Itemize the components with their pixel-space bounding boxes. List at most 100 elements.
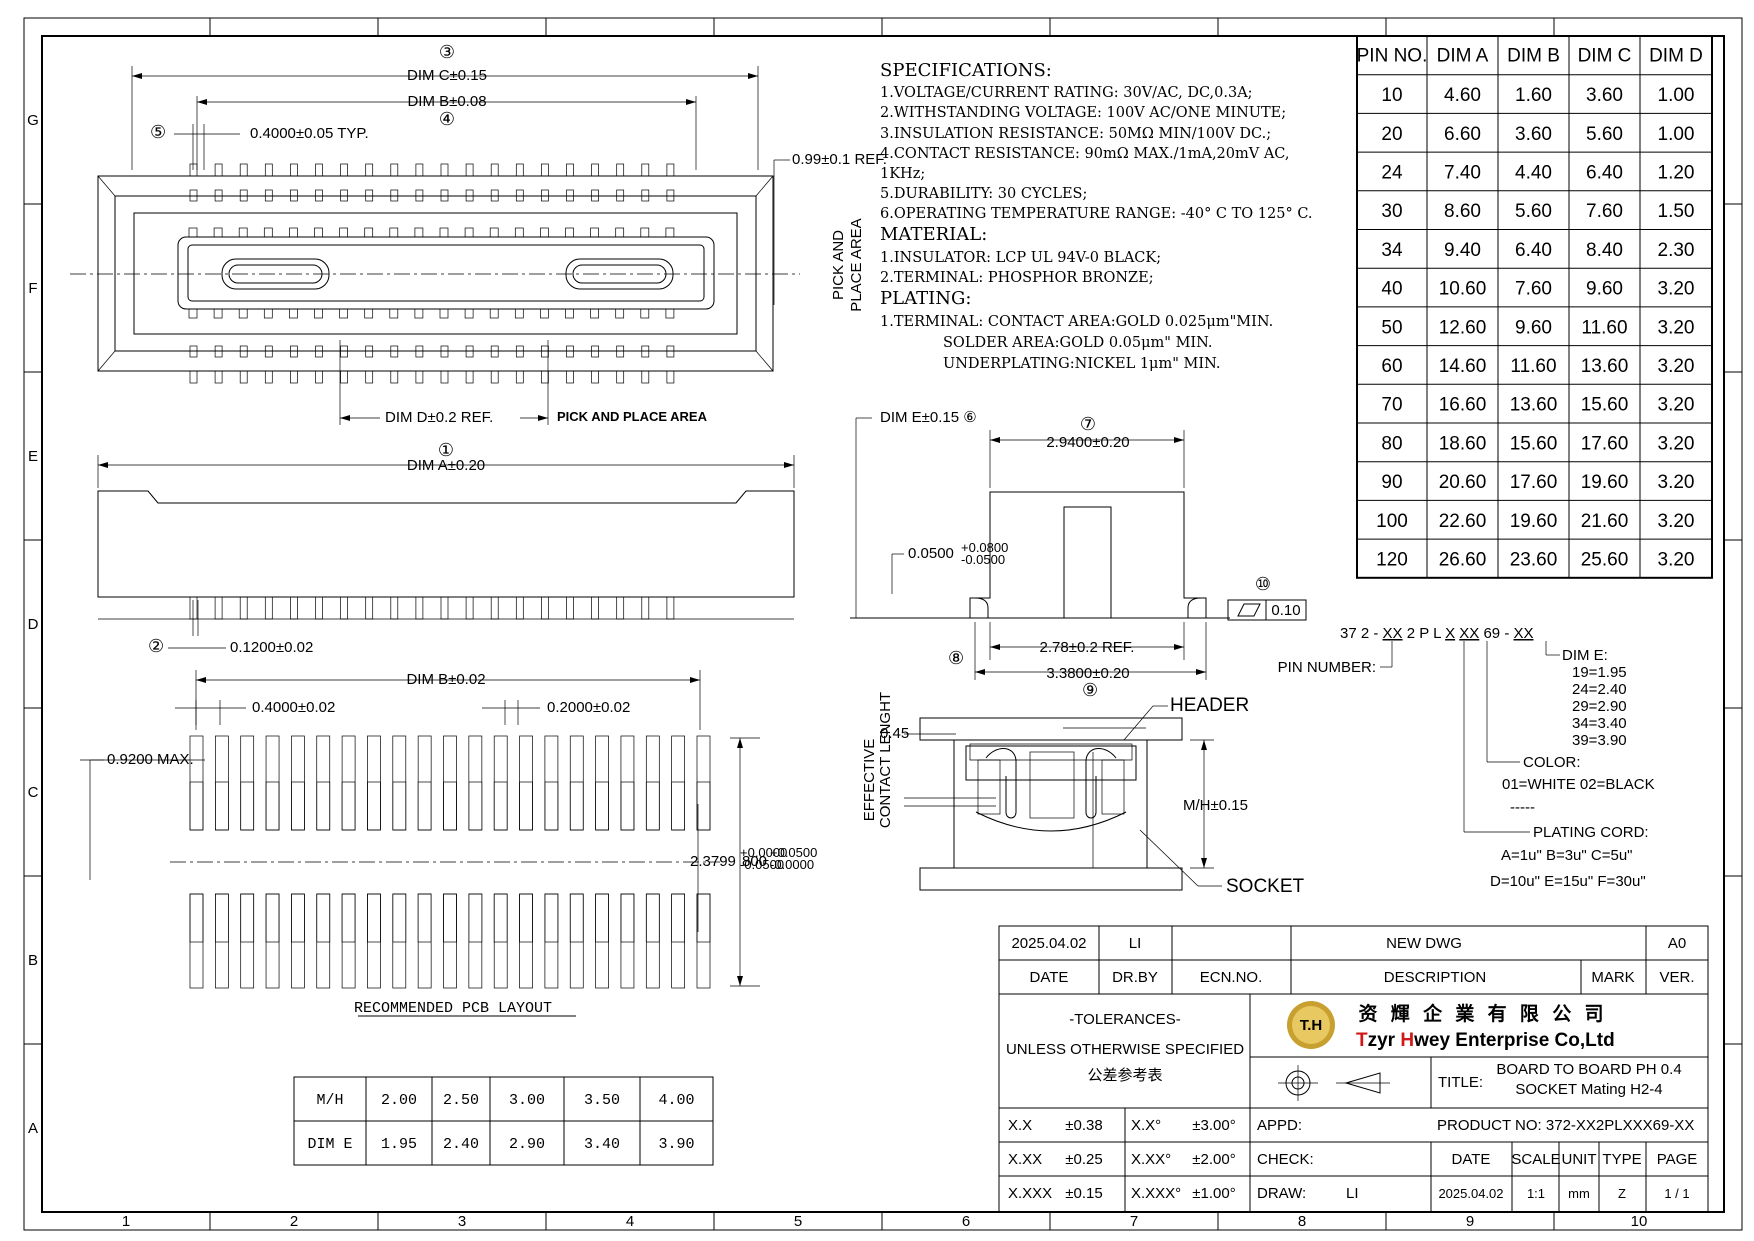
side-pin bbox=[214, 596, 223, 620]
column-label-2: 2 bbox=[290, 1213, 298, 1230]
pcb-pad bbox=[620, 735, 635, 831]
pcb-pad bbox=[240, 893, 255, 989]
top-pin-contact bbox=[665, 227, 675, 238]
rev-h-desc: DESCRIPTION bbox=[1384, 969, 1487, 986]
title-block: -TOLERANCES- UNLESS OTHERWISE SPECIFIED … bbox=[998, 993, 1709, 1213]
pcb-pad-hatch bbox=[215, 781, 229, 831]
pcb-span-tol-up: +0.0000 bbox=[740, 845, 787, 860]
pcb-pad bbox=[215, 735, 229, 831]
pcb-pad-hatch bbox=[367, 781, 381, 831]
top-pin-contact bbox=[440, 189, 449, 202]
rev-by: LI bbox=[1129, 935, 1142, 952]
side-pin bbox=[315, 596, 323, 620]
table-cell: 8.60 bbox=[1444, 201, 1481, 222]
top-pin-contact bbox=[415, 345, 424, 358]
top-pin-contact bbox=[515, 189, 524, 202]
table-cell: 3.20 bbox=[1658, 511, 1695, 532]
dim-e-options-title: DIM E: bbox=[1562, 647, 1608, 664]
top-pin bbox=[415, 370, 424, 384]
table-cell: 9.60 bbox=[1515, 317, 1552, 338]
pcb-layout: DIM B±0.02 0.4000±0.02 0.2000±0.02 0.920… bbox=[80, 670, 817, 1017]
dim-e-label: DIM E±0.15 ⑥ bbox=[880, 409, 977, 426]
table-cell: 11.60 bbox=[1510, 356, 1556, 377]
tb-v-scale: 1:1 bbox=[1527, 1186, 1545, 1201]
top-pin-contact bbox=[390, 189, 399, 202]
pcb-pad bbox=[595, 893, 609, 989]
top-pin-contact bbox=[514, 227, 524, 238]
top-pin bbox=[515, 163, 524, 177]
pcb-pad-hatch bbox=[367, 893, 381, 943]
flatness-label: 0.10 bbox=[1271, 602, 1300, 619]
tol-linear-format: X.XX bbox=[1008, 1151, 1042, 1168]
dim-d-label: DIM D±0.2 REF. bbox=[385, 409, 493, 426]
side-pin bbox=[641, 596, 650, 620]
top-pin-contact bbox=[489, 227, 499, 238]
side-pin bbox=[541, 596, 549, 620]
top-pin-contact bbox=[490, 345, 499, 358]
top-pin bbox=[515, 370, 524, 384]
side-pin bbox=[290, 596, 298, 620]
table-cell: 4.60 bbox=[1444, 85, 1481, 106]
dim-b-label: DIM B±0.08 bbox=[407, 93, 486, 110]
table-cell: 1.00 bbox=[1658, 124, 1695, 145]
pcb-pad-hatch bbox=[240, 893, 255, 943]
top-pin-contact bbox=[189, 345, 198, 358]
table-cell: 13.60 bbox=[1581, 356, 1629, 377]
appd-label: APPD: bbox=[1257, 1117, 1302, 1134]
table-cell: 26.60 bbox=[1439, 549, 1487, 570]
rev-date: 2025.04.02 bbox=[1011, 935, 1086, 952]
top-pin-contact bbox=[489, 308, 499, 319]
pcb-span-label: 2.3799 bbox=[690, 853, 736, 870]
side-pin bbox=[490, 596, 499, 620]
row-label-G: G bbox=[27, 112, 39, 129]
pcb-pad-hatch bbox=[392, 781, 407, 831]
top-pin-contact bbox=[666, 345, 675, 358]
pcb-pad bbox=[696, 893, 711, 989]
tb-v-date: 2025.04.02 bbox=[1438, 1186, 1503, 1201]
tol-angle-value: ±3.00° bbox=[1192, 1117, 1235, 1134]
spec-line: 1.VOLTAGE/CURRENT RATING: 30V/AC, DC,0.3… bbox=[880, 85, 1253, 101]
pcb-pad bbox=[392, 893, 407, 989]
mh-cell: DIM E bbox=[307, 1136, 352, 1153]
pcb-pad bbox=[569, 893, 584, 989]
side-pin bbox=[415, 596, 424, 620]
pcb-pad bbox=[671, 735, 686, 831]
side-pin bbox=[566, 596, 574, 620]
pcb-pad-hatch bbox=[316, 893, 331, 943]
top-pin-contact bbox=[541, 189, 549, 202]
tb-h-page: PAGE bbox=[1657, 1151, 1698, 1168]
side-pin bbox=[591, 596, 599, 620]
top-pin-contact bbox=[464, 227, 474, 238]
side-pin bbox=[365, 596, 374, 620]
top-pin-contact bbox=[214, 345, 223, 358]
pcb-pad bbox=[645, 893, 660, 989]
top-pin-contact bbox=[641, 189, 650, 202]
tolerances-cn: 公差参考表 bbox=[1087, 1067, 1162, 1084]
spec-line: 5.DURABILITY: 30 CYCLES; bbox=[880, 186, 1087, 202]
pcb-pad bbox=[443, 893, 457, 989]
part-code: 37 2 - XX 2 P L X XX 69 - XX bbox=[1340, 625, 1534, 642]
top-pin-contact bbox=[615, 227, 625, 238]
mh-cell: 3.00 bbox=[509, 1092, 545, 1109]
top-pin bbox=[264, 370, 273, 384]
pcb-pad bbox=[544, 735, 559, 831]
dim-c-label: DIM C±0.15 bbox=[407, 67, 487, 84]
side-pin bbox=[515, 596, 524, 620]
table-cell: 8.40 bbox=[1586, 240, 1623, 261]
revision-block: 2025.04.02 LI NEW DWG A0 DATE DR.BY ECN.… bbox=[998, 925, 1709, 995]
pcb-pad bbox=[265, 735, 280, 831]
table-cell: 2.30 bbox=[1658, 240, 1695, 261]
pcb-pad bbox=[493, 893, 508, 989]
top-pin bbox=[264, 163, 273, 177]
top-pin-contact bbox=[264, 189, 273, 202]
end-width2-label: 3.3800±0.20 bbox=[1046, 665, 1129, 682]
side-pin bbox=[340, 596, 348, 620]
top-pin bbox=[616, 370, 625, 384]
top-pin bbox=[641, 370, 650, 384]
top-pin bbox=[440, 163, 449, 177]
top-pin-contact bbox=[665, 308, 675, 319]
effective-label-1: EFFECTIVE bbox=[861, 739, 878, 822]
company-name-cn: 资 輝 企 業 有 限 公 司 bbox=[1359, 1002, 1608, 1025]
tol-angle-format: X.XXX° bbox=[1131, 1185, 1181, 1202]
